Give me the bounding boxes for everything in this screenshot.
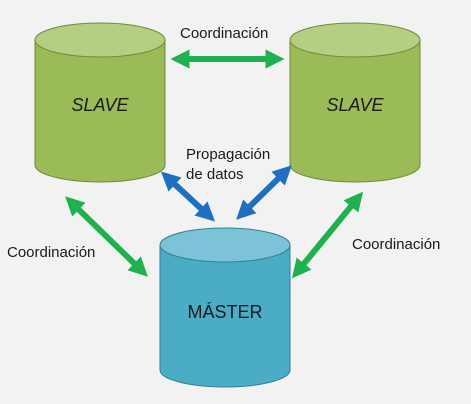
coordination-arrow-left [65,196,148,277]
slave-right-database [289,22,421,183]
propagation-arrow-right [236,165,292,220]
propagation-label-line2: de datos [186,166,244,183]
master-database [159,227,291,388]
coordination-label-top: Coordinación [180,25,269,42]
propagation-label: Propagación de datos [186,145,270,185]
coordination-arrow-right [291,191,364,279]
propagation-arrow-left [160,171,216,222]
coordination-label-left: Coordinación [7,244,96,261]
propagation-label-line1: Propagación [186,146,271,163]
slave-left-database [34,22,166,183]
slave-right-label: SLAVE [326,95,384,115]
slave-left-label: SLAVE [71,95,129,115]
master-label: MÁSTER [187,302,263,322]
coordination-label-right: Coordinación [352,236,441,253]
